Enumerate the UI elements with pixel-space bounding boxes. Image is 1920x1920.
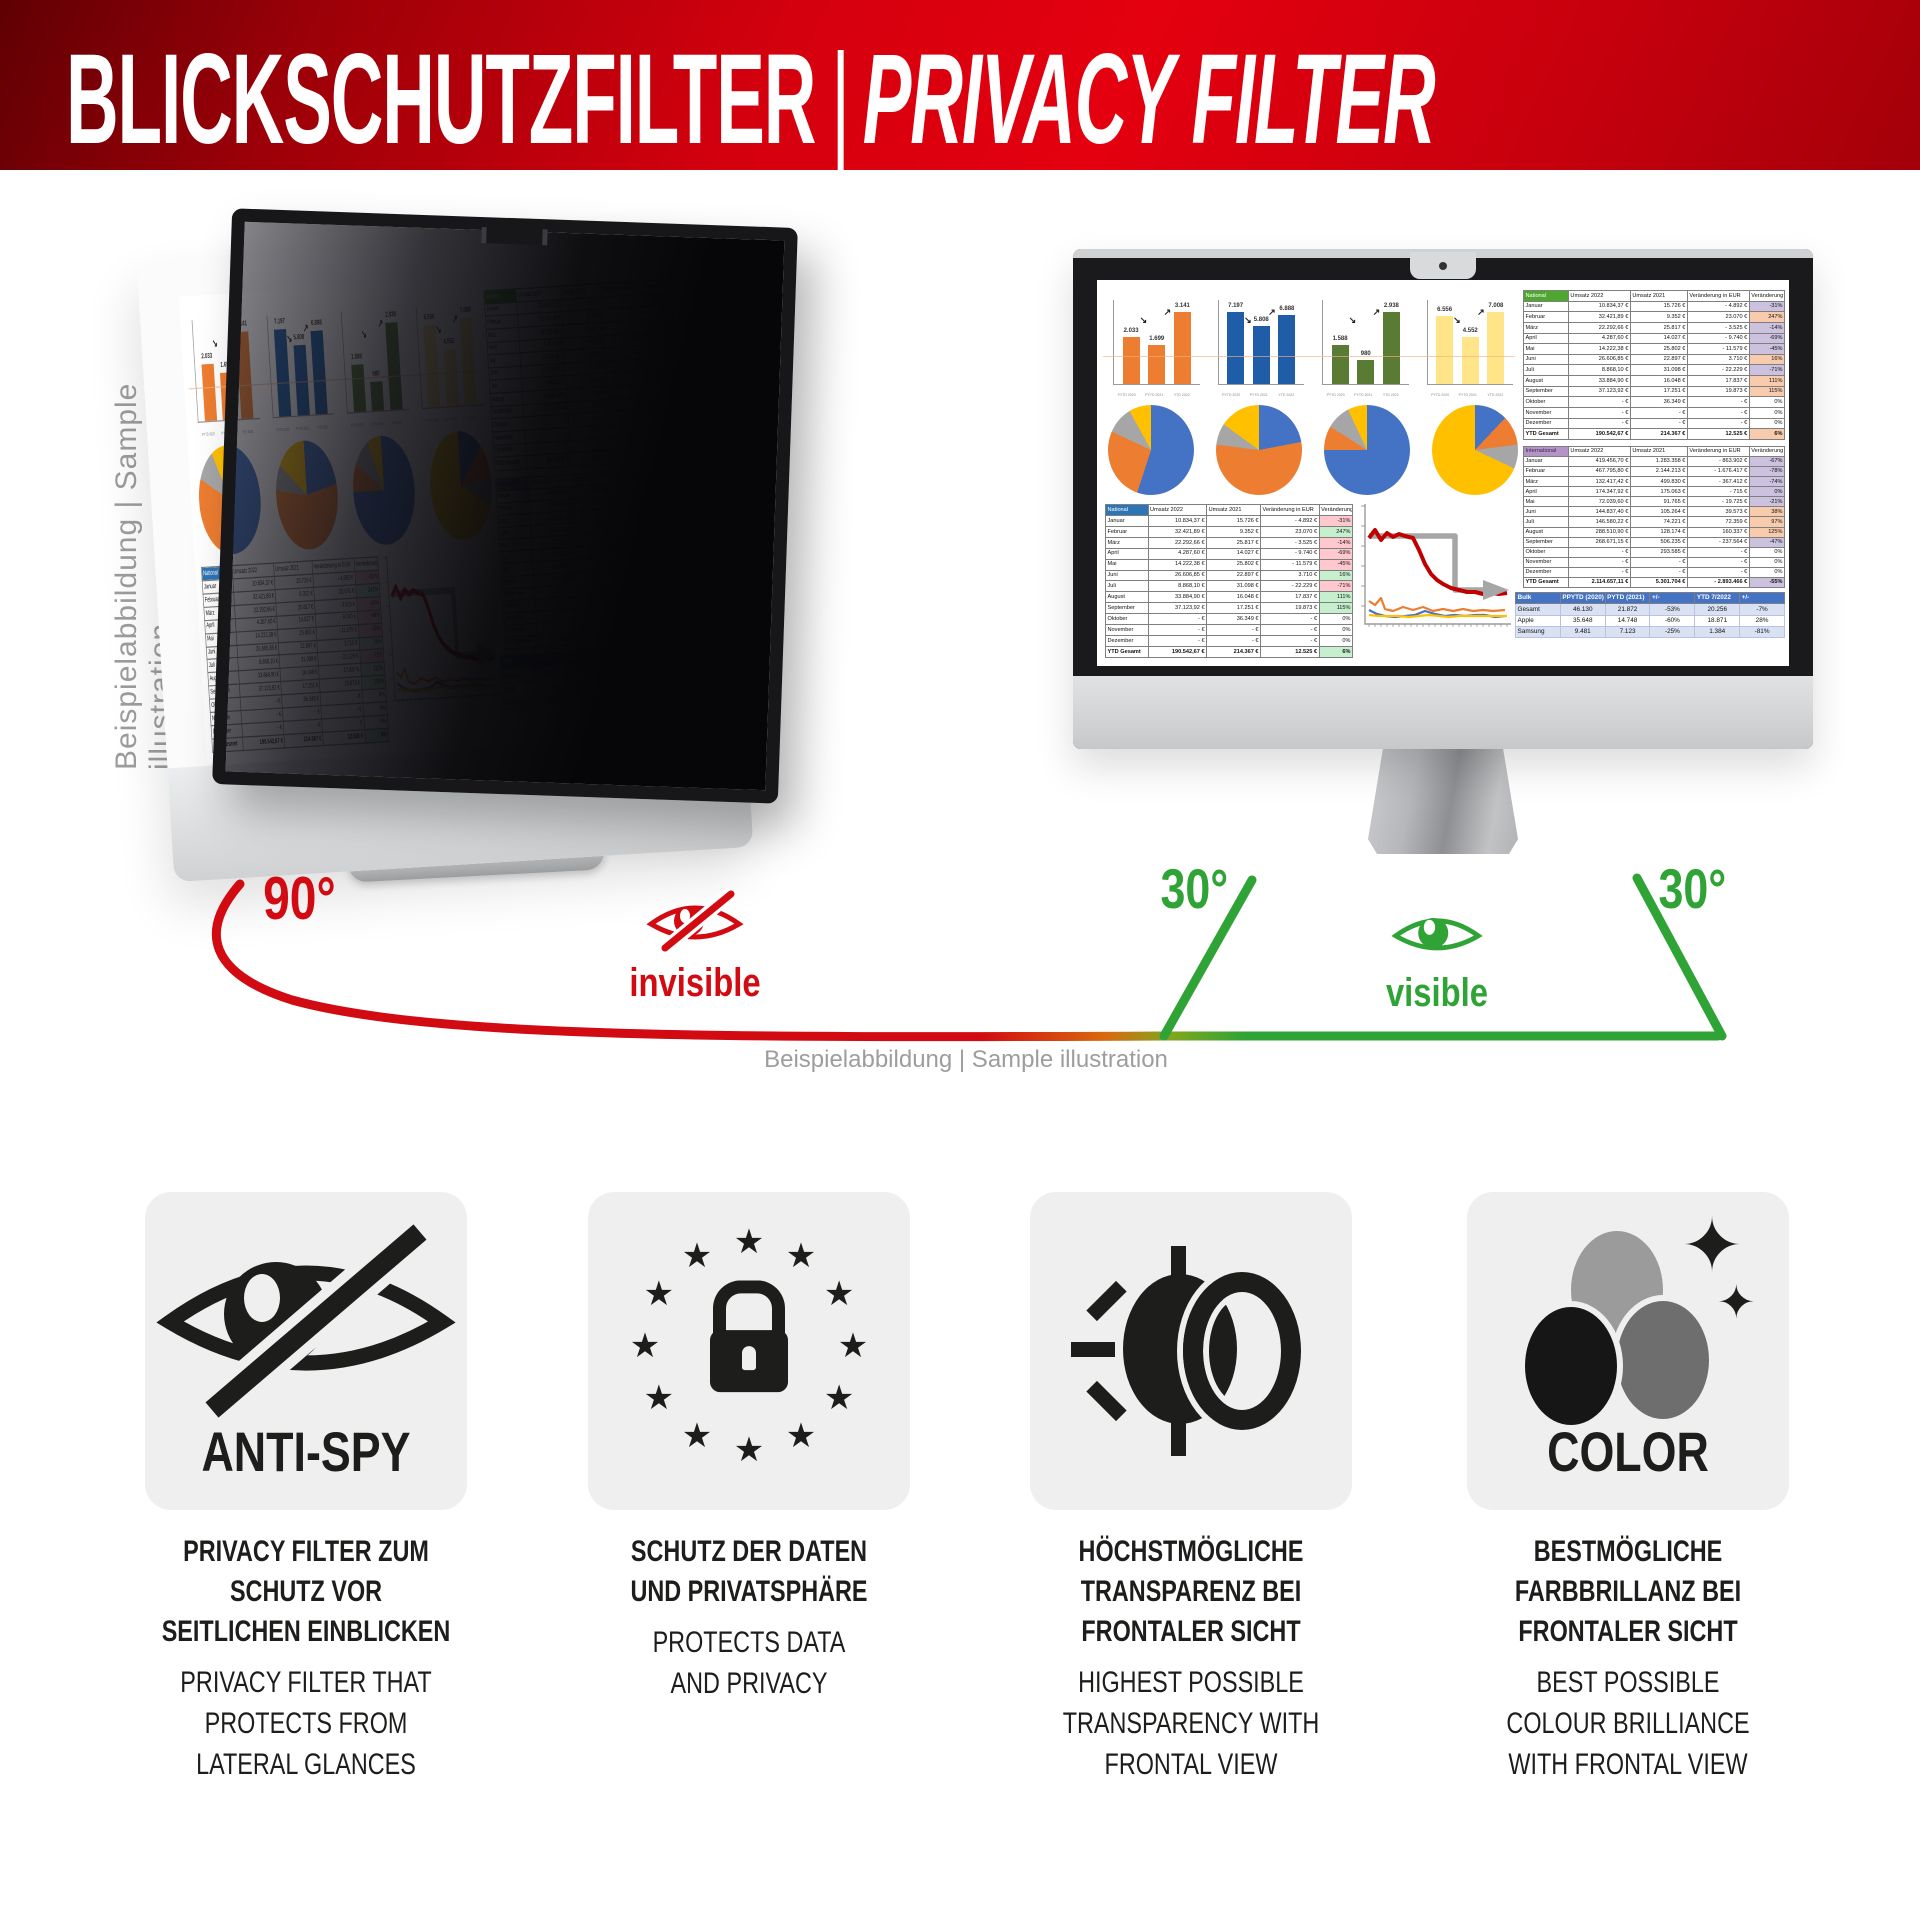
angle-30-left-label: 30° <box>1160 857 1229 920</box>
viewing-angle-diagram <box>211 873 1727 1042</box>
webcam-icon <box>1439 262 1447 270</box>
monitor-right-chin <box>1073 676 1813 749</box>
pie-chart <box>1431 404 1519 496</box>
feature-data-protection-box: ★★★★★★★★★★★★ <box>588 1192 910 1510</box>
eu-star-icon: ★ <box>681 1417 713 1456</box>
left-30deg-line <box>1159 875 1257 1041</box>
series-small-yellow <box>1368 613 1507 619</box>
title-german: BLICKSCHUTZFILTER <box>66 28 816 171</box>
lock-shackle <box>713 1280 785 1342</box>
angle-30-right-label: 30° <box>1658 857 1727 920</box>
webcam-tab <box>1410 252 1476 279</box>
visible-label: visible <box>1385 971 1489 1015</box>
sparkle-icon: ✦ <box>1717 1276 1756 1329</box>
pie-chart <box>1323 404 1411 496</box>
eye-crossed-icon <box>646 886 744 956</box>
anti-spy-eye-icon <box>156 1218 456 1428</box>
title-english: PRIVACY FILTER <box>862 28 1436 171</box>
feature-anti-spy-box: ANTI-SPY <box>145 1192 467 1510</box>
page-title: BLICKSCHUTZFILTER|PRIVACY FILTER <box>66 26 1436 173</box>
eu-star-icon: ★ <box>823 1275 855 1314</box>
sparkle-icon: ✦ <box>1681 1204 1744 1288</box>
right-30deg-line <box>1632 873 1727 1041</box>
eu-star-icon: ★ <box>733 1223 765 1262</box>
line-chart <box>1361 504 1511 627</box>
eu-stars-lock-icon: ★★★★★★★★★★★★ <box>630 1223 868 1469</box>
outline-circle <box>1183 1272 1301 1430</box>
eu-star-icon: ★ <box>823 1379 855 1418</box>
series-trend-red <box>1367 528 1508 596</box>
arc-90-to-baseline <box>211 879 1723 1042</box>
feature-color-box: ✦ ✦ COLOR <box>1467 1192 1789 1510</box>
invisible-indicator: invisible <box>610 886 780 1006</box>
monitor-right-stand-neck <box>1368 748 1518 854</box>
pie-chart <box>1215 404 1303 496</box>
visible-indicator: visible <box>1352 902 1522 1016</box>
pie-chart <box>1107 404 1195 496</box>
sun-transparency-icon <box>1071 1246 1311 1456</box>
privacy-filter-panel <box>212 208 798 804</box>
eu-star-icon: ★ <box>837 1327 869 1366</box>
eu-star-icon: ★ <box>643 1379 675 1418</box>
privacy-filter-notch <box>481 227 548 246</box>
anti-spy-badge: ANTI-SPY <box>201 1420 411 1483</box>
eu-star-icon: ★ <box>733 1431 765 1470</box>
pie-charts-row <box>1103 404 1523 496</box>
header-banner: BLICKSCHUTZFILTER|PRIVACY FILTER <box>0 0 1920 173</box>
watermark-bottom: Beispielabbildung | Sample illustration <box>764 1046 1168 1073</box>
invisible-label: invisible <box>629 961 761 1005</box>
angle-90-label: 90° <box>263 865 336 932</box>
series-small-orange <box>1368 596 1506 613</box>
eu-star-icon: ★ <box>643 1275 675 1314</box>
eu-star-icon: ★ <box>785 1237 817 1276</box>
eu-star-icon: ★ <box>629 1327 661 1366</box>
color-badge: COLOR <box>1547 1420 1709 1483</box>
eu-star-icon: ★ <box>785 1417 817 1456</box>
eu-star-icon: ★ <box>681 1237 713 1276</box>
eye-open-icon <box>1391 917 1483 951</box>
title-divider: | <box>830 28 849 171</box>
feature-transparency-box <box>1030 1192 1352 1510</box>
color-circles-sparkle-icon: ✦ ✦ <box>1503 1204 1756 1453</box>
lock-icon <box>710 1330 788 1393</box>
